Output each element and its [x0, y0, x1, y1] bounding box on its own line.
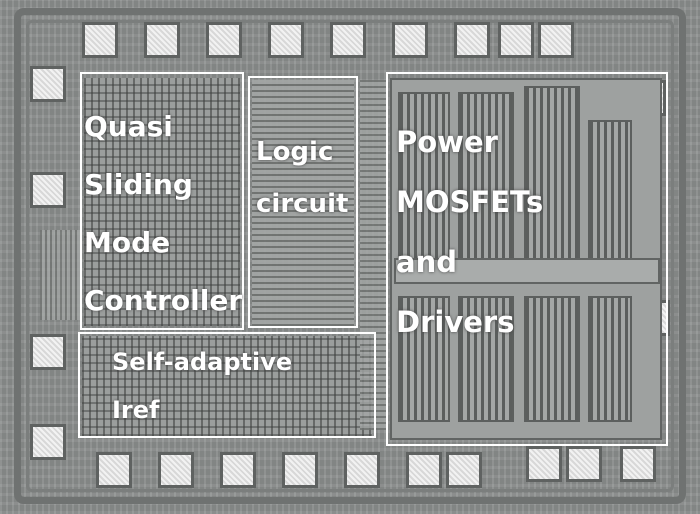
bond-pad — [30, 172, 66, 208]
controller-label-line: Mode — [84, 226, 171, 259]
controller-label: Quasi Sliding Mode Controller — [84, 98, 242, 330]
power-label-line: Drivers — [396, 305, 515, 339]
bond-pad — [30, 424, 66, 460]
power-mosfet — [458, 92, 514, 270]
bond-pad — [158, 452, 194, 488]
power-label-line: MOSFETs — [396, 185, 544, 219]
bond-pad — [30, 334, 66, 370]
bond-pad — [446, 452, 482, 488]
controller-label-line: Controller — [84, 284, 243, 317]
power-label-line: and — [396, 245, 457, 279]
controller-circuitry — [84, 78, 240, 326]
seal-ring — [14, 8, 686, 504]
logic-label-line: circuit — [256, 189, 349, 219]
logic-label: Logic circuit — [256, 126, 348, 230]
power-mosfet — [458, 296, 514, 422]
bond-pad — [268, 22, 304, 58]
power-mosfet — [398, 296, 450, 422]
power-mosfet — [524, 86, 580, 270]
bond-pad — [144, 22, 180, 58]
bond-pad — [30, 66, 66, 102]
bond-pad — [282, 452, 318, 488]
power-mosfet — [398, 92, 450, 270]
bond-pad — [526, 446, 562, 482]
bond-pad — [454, 22, 490, 58]
routing — [40, 230, 80, 320]
power-label: Power MOSFETs and Drivers — [396, 112, 543, 352]
bond-pad — [206, 22, 242, 58]
bond-pad — [220, 452, 256, 488]
power-bus — [394, 258, 660, 284]
bond-pad — [538, 22, 574, 58]
bond-pad — [620, 446, 656, 482]
bond-pad — [406, 452, 442, 488]
controller-label-line: Sliding — [84, 168, 193, 201]
power-mosfet — [524, 296, 580, 422]
bond-pad — [566, 446, 602, 482]
power-label-line: Power — [396, 125, 498, 159]
power-block-outline — [386, 72, 668, 446]
iref-label-line: Iref — [112, 396, 160, 424]
controller-label-line: Quasi — [84, 110, 173, 143]
logic-label-line: Logic — [256, 137, 334, 167]
bond-pad — [498, 22, 534, 58]
bond-pad — [330, 22, 366, 58]
bond-pad — [96, 452, 132, 488]
pad-ring — [26, 20, 674, 492]
controller-block-outline — [80, 72, 244, 330]
routing — [360, 80, 386, 430]
bond-pad — [392, 22, 428, 58]
iref-label-line: Self-adaptive — [112, 348, 293, 376]
bond-pad — [344, 452, 380, 488]
iref-label: Self-adaptive Iref — [112, 338, 292, 434]
bond-pad — [82, 22, 118, 58]
power-mosfet — [588, 296, 632, 422]
logic-circuitry — [252, 80, 354, 326]
logic-block-outline — [248, 76, 358, 328]
iref-block-outline — [78, 332, 376, 438]
iref-circuitry — [82, 336, 372, 436]
